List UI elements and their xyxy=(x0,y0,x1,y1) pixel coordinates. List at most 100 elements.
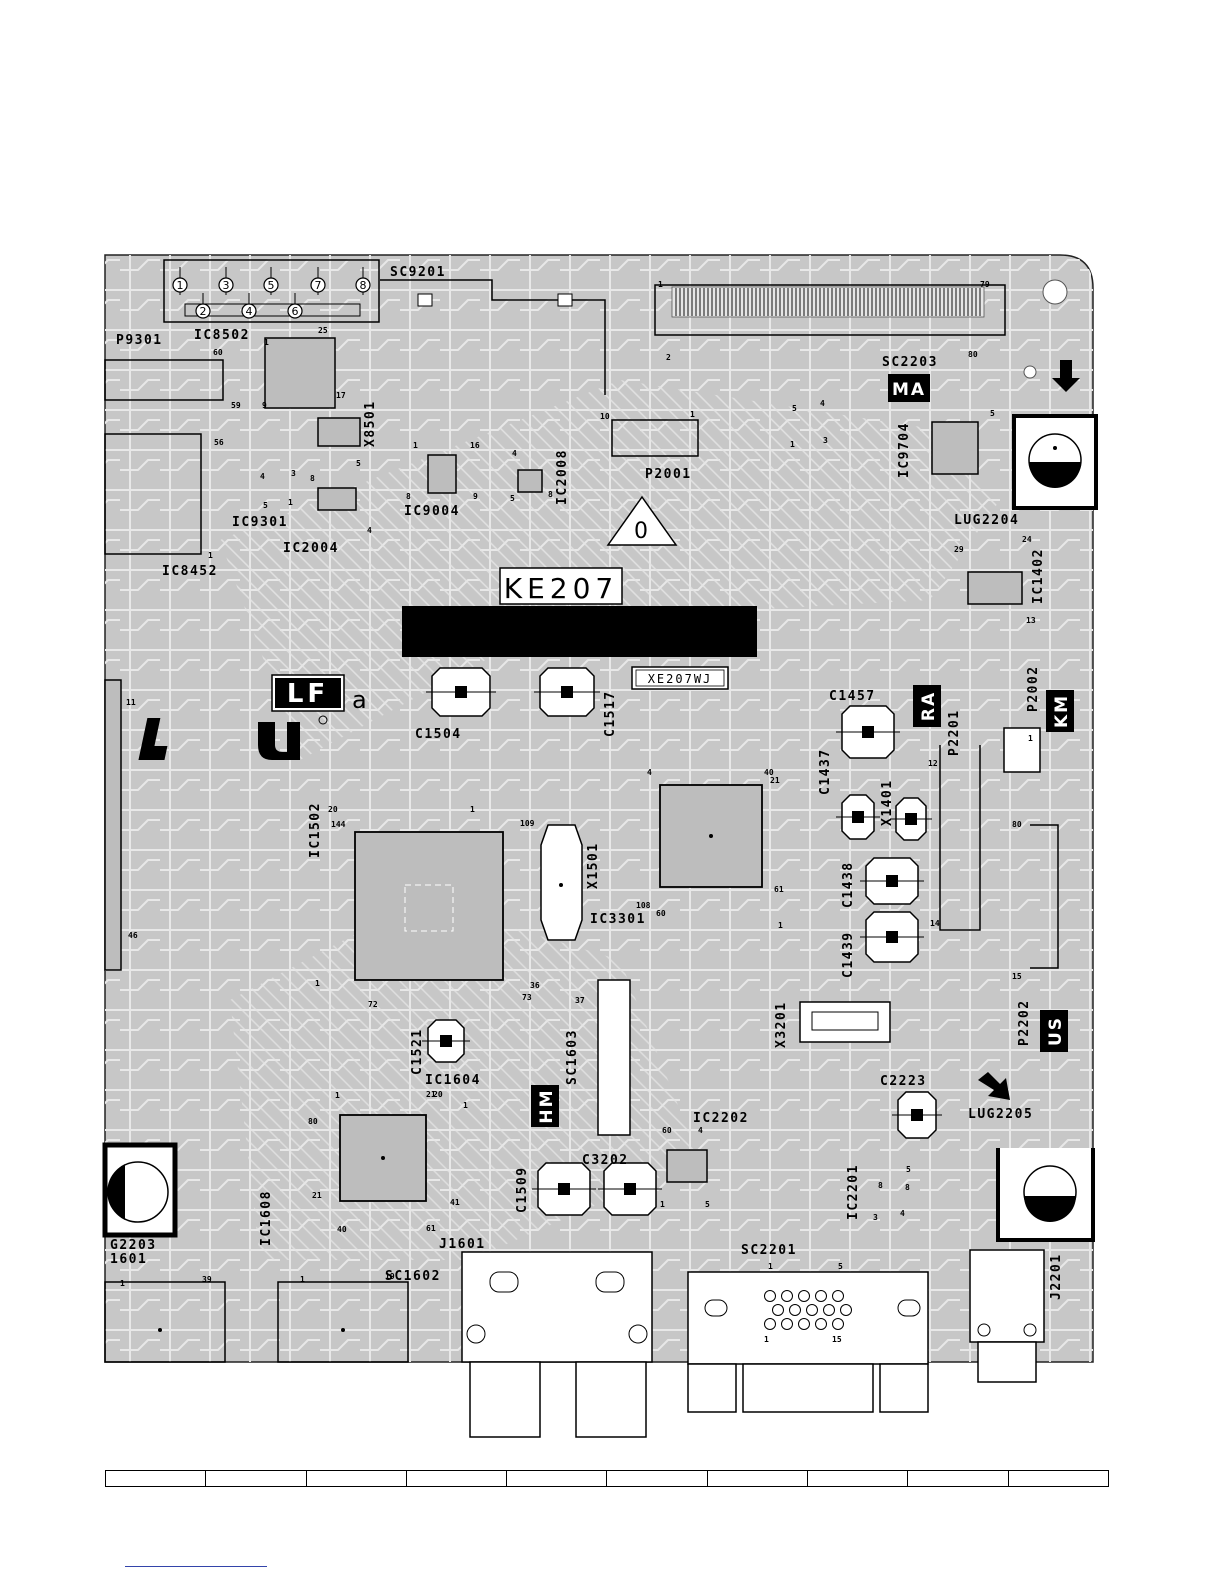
pin-number: 21 xyxy=(312,1191,322,1200)
sc2201-connector xyxy=(687,1271,929,1413)
pin-number: 13 xyxy=(1026,616,1036,625)
pin-number: 21 xyxy=(426,1090,436,1099)
grid-cell xyxy=(1009,1471,1108,1486)
warning-triangle-icon: 0 xyxy=(606,495,678,546)
pin-number: 1 xyxy=(764,1335,769,1344)
component-label: C1439 xyxy=(841,931,856,978)
component-label: IC9704 xyxy=(897,422,912,478)
connector-pin-3: 3 xyxy=(218,267,234,295)
pin-number: 9 xyxy=(262,401,267,410)
pin-number: 4 xyxy=(260,472,265,481)
ic8452-chip xyxy=(104,433,202,555)
connector-pin-number: 3 xyxy=(223,279,230,292)
mounting-hole-top xyxy=(1042,279,1068,305)
grid-cell xyxy=(607,1471,708,1486)
edge-connector-top xyxy=(654,284,1006,336)
x3201-crystal xyxy=(799,1001,891,1043)
c1437-component xyxy=(836,794,880,840)
pin-number: 4 xyxy=(698,1126,703,1135)
tag-ma: MA xyxy=(888,374,930,402)
sc9201-pad-right xyxy=(557,293,573,307)
pin-number: 5 xyxy=(792,404,797,413)
component-label: P2002 xyxy=(1026,665,1041,712)
pin-number: 2 xyxy=(666,353,671,362)
pin-number: 79 xyxy=(980,280,990,289)
j2201-jack xyxy=(969,1249,1045,1383)
ic2202-chip xyxy=(666,1149,708,1183)
warning-symbol: 0 xyxy=(634,519,648,544)
component-label: IC1402 xyxy=(1031,548,1046,604)
pin-number: 1 xyxy=(208,551,213,560)
connector-pin-number: 1 xyxy=(177,279,184,292)
pin-number: 61 xyxy=(774,885,784,894)
component-label: C1517 xyxy=(603,690,618,737)
ic1402-chip xyxy=(967,571,1023,605)
j1601-connector xyxy=(461,1251,653,1438)
pin-number: 39 xyxy=(202,1275,212,1284)
component-label: C1438 xyxy=(841,861,856,908)
c1521-component xyxy=(422,1019,470,1063)
component-label: 1601 xyxy=(110,1252,147,1267)
x8501-crystal xyxy=(317,417,361,447)
pin-number: 73 xyxy=(522,993,532,1002)
component-label: X8501 xyxy=(363,400,378,447)
pin-number: 1 xyxy=(470,805,475,814)
component-label: IC9004 xyxy=(404,504,460,519)
component-label: X1501 xyxy=(586,842,601,889)
pin-number: 59 xyxy=(231,401,241,410)
pin-number: 8 xyxy=(310,474,315,483)
pin-number: 3 xyxy=(873,1213,878,1222)
pin-number: 80 xyxy=(968,350,978,359)
component-label: SC9201 xyxy=(390,265,446,280)
ic2004-chip xyxy=(317,487,357,511)
component-label: P2201 xyxy=(947,709,962,756)
lf-logo: LF a xyxy=(271,674,367,714)
pin-number: 20 xyxy=(433,1090,443,1099)
pin-number: 1 xyxy=(790,440,795,449)
grid-cell xyxy=(708,1471,809,1486)
component-label: P2202 xyxy=(1017,999,1032,1046)
p2001-connector xyxy=(611,419,699,457)
grid-cell xyxy=(808,1471,909,1486)
svg-text:KM: KM xyxy=(1052,694,1072,728)
sc9201-outline xyxy=(380,279,606,395)
svg-text:US: US xyxy=(1046,1016,1066,1046)
connector-pin-number: 2 xyxy=(200,305,207,318)
pin-number: 16 xyxy=(470,441,480,450)
pin-number: 72 xyxy=(368,1000,378,1009)
component-label: C1437 xyxy=(818,748,833,795)
component-label: P2001 xyxy=(645,467,692,482)
pin-number: 56 xyxy=(214,438,224,447)
grid-cell xyxy=(407,1471,508,1486)
ic9704-chip xyxy=(931,421,979,475)
pin-number: 9 xyxy=(473,492,478,501)
pin-number: 40 xyxy=(764,768,774,777)
pin-number: 5 xyxy=(990,409,995,418)
component-label: J1601 xyxy=(439,1237,486,1252)
svg-text:HM: HM xyxy=(537,1088,557,1123)
pin-number: 8 xyxy=(406,492,411,501)
black-label-bar xyxy=(402,606,757,657)
component-label: C1521 xyxy=(410,1028,425,1075)
pin-number: 1 xyxy=(300,1275,305,1284)
component-label: IC2201 xyxy=(846,1164,861,1220)
component-label: IC8452 xyxy=(162,564,218,579)
pin-number: 5 xyxy=(510,494,515,503)
pin-number: 1 xyxy=(120,1279,125,1288)
component-label: X1401 xyxy=(880,779,895,826)
connector-pin-1: 1 xyxy=(172,267,188,295)
pin-number: 36 xyxy=(530,981,540,990)
pin-number: 108 xyxy=(636,901,651,910)
component-label: IC2202 xyxy=(693,1111,749,1126)
component-label: J2201 xyxy=(1049,1253,1064,1300)
ic8502-chip xyxy=(264,337,336,409)
g2203-ground-lug xyxy=(102,1142,178,1238)
sc1602-connector xyxy=(277,1281,409,1363)
connector-pin-number: 8 xyxy=(360,279,367,292)
footer-link-underline xyxy=(125,1566,267,1567)
pin-number: 61 xyxy=(426,1224,436,1233)
pin-number: 60 xyxy=(213,348,223,357)
lf-suffix: a xyxy=(352,686,367,714)
connector-pin-7: 7 xyxy=(310,267,326,295)
pin-number: 5 xyxy=(263,501,268,510)
